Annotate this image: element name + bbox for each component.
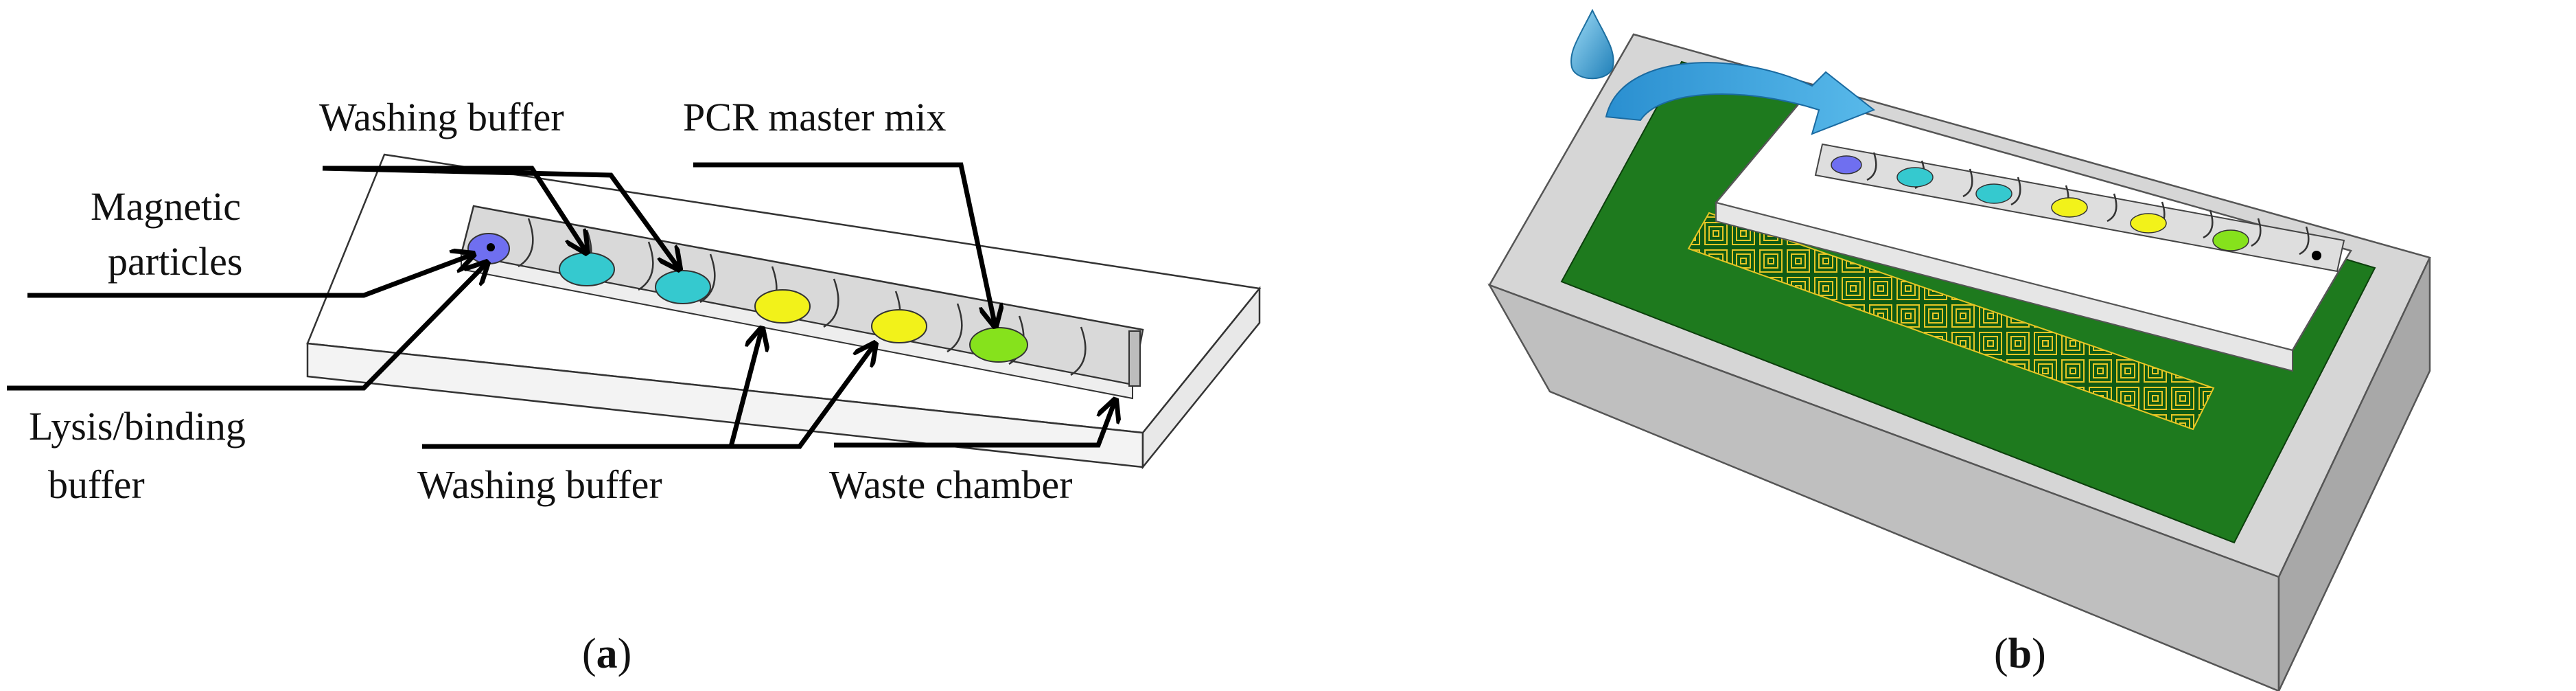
panel-b: (b) <box>1487 8 2431 691</box>
b-magnetic-droplet <box>1831 155 1862 174</box>
b-washing-droplet-4 <box>2130 213 2167 234</box>
label-waste-chamber: Waste chamber <box>829 462 1072 507</box>
magnetic-bead-dot <box>487 243 495 251</box>
water-drop-icon <box>1570 8 1614 80</box>
coil-array <box>1687 212 2215 431</box>
b-waste-dot <box>2312 251 2321 260</box>
caption-b-close: ) <box>2032 631 2046 677</box>
label-magnetic-line1: Magnetic <box>91 184 241 229</box>
washing-buffer-droplet-3 <box>754 289 811 324</box>
b-pcr-droplet <box>2212 229 2249 251</box>
waste-chamber <box>1128 330 1141 387</box>
caption-a: (a) <box>582 631 631 677</box>
dispense-arrow-icon <box>1605 62 1875 135</box>
label-pcr-master-mix: PCR master mix <box>683 95 946 139</box>
pcr-master-mix-droplet <box>969 327 1028 363</box>
b-washing-droplet-3 <box>2051 197 2088 218</box>
caption-b-letter: b <box>2008 631 2032 677</box>
caption-a-close: ) <box>618 631 632 677</box>
label-washing-buffer-bottom: Washing buffer <box>417 462 662 507</box>
b-washing-droplet-1 <box>1896 167 1934 188</box>
washing-buffer-droplet-4 <box>871 309 927 343</box>
label-magnetic-line2: particles <box>108 239 242 284</box>
washing-buffer-droplet-1 <box>559 252 615 286</box>
label-lysis-line1: Lysis/binding <box>29 404 246 449</box>
label-lysis-line2: buffer <box>48 462 145 507</box>
caption-a-open: ( <box>582 631 596 677</box>
label-washing-buffer-top: Washing buffer <box>319 95 564 139</box>
caption-b-open: ( <box>1994 631 2008 677</box>
panel-a: Washing buffer PCR master mix Magnetic p… <box>7 95 1262 677</box>
b-washing-droplet-2 <box>1975 183 2012 204</box>
washing-buffer-droplet-2 <box>655 270 711 304</box>
caption-b: (b) <box>1994 631 2046 677</box>
caption-a-letter: a <box>596 631 618 677</box>
leader-arrows <box>7 162 1115 449</box>
